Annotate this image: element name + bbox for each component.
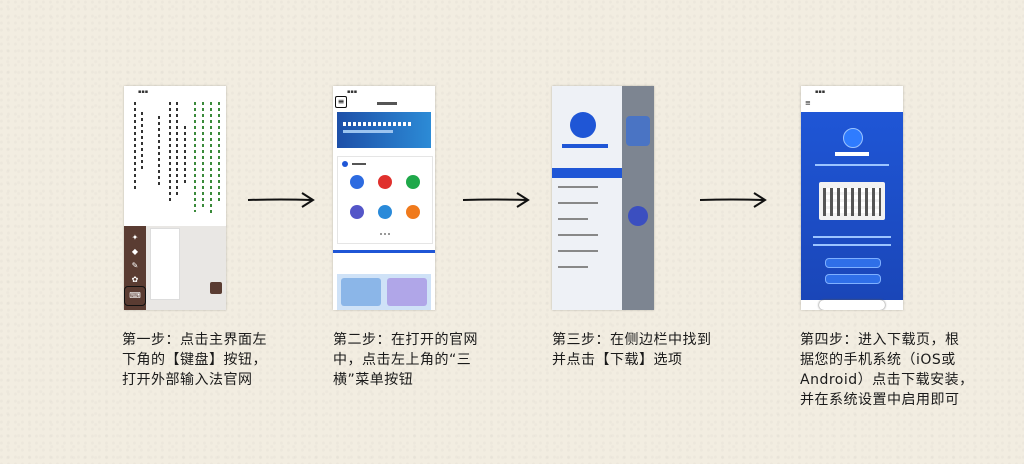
step4-caption: 第四步：进入下载页，根 据您的手机系统（iOS或 Android）点击下载安装，… <box>800 332 974 408</box>
hero-banner <box>337 112 431 148</box>
sidebar-item[interactable] <box>558 234 598 236</box>
step1-phone-screenshot: ▪▪▪ ✦ ◆ ✎ ✿ ⌨ <box>124 86 226 310</box>
arrow-right-icon <box>247 192 315 208</box>
app-logo <box>843 128 863 148</box>
step3-phone-screenshot <box>552 86 654 310</box>
key-icon: ◆ <box>131 247 139 256</box>
sidebar-item[interactable] <box>558 186 598 188</box>
download-page <box>801 112 903 300</box>
sidebar-item[interactable] <box>558 266 588 268</box>
app-icon[interactable] <box>378 175 392 189</box>
step2-caption: 第二步：在打开的官网 中，点击左上角的“三 横”菜单按钮 <box>333 332 478 388</box>
site-title <box>377 102 397 105</box>
keyboard-icon: ⌨ <box>129 291 141 300</box>
hamburger-icon: ≡ <box>337 97 345 106</box>
arrow-right-icon <box>462 192 530 208</box>
keyboard-preview <box>819 182 885 220</box>
hamburger-menu-button[interactable]: ≡ <box>335 96 347 108</box>
sidebar-item[interactable] <box>558 202 598 204</box>
sidebar-item[interactable] <box>558 250 598 252</box>
sidebar-item-download[interactable] <box>558 218 588 220</box>
key-icon: ✎ <box>131 261 139 270</box>
ios-download-button[interactable] <box>825 258 881 268</box>
android-download-button[interactable] <box>825 274 881 284</box>
status-bar: ▪▪▪ <box>347 89 358 95</box>
app-icon[interactable] <box>378 205 392 219</box>
app-grid-card <box>337 156 433 244</box>
step3-caption: 第三步：在侧边栏中找到 并点击【下载】选项 <box>552 332 712 368</box>
hamburger-icon[interactable]: ≡ <box>805 99 811 107</box>
step4-phone-screenshot: ▪▪▪ ≡ <box>801 86 903 310</box>
sidebar-item-home[interactable] <box>552 168 622 178</box>
sidebar-drawer <box>552 86 622 310</box>
key-icon: ✦ <box>131 233 139 242</box>
keyboard-button-highlight[interactable]: ⌨ <box>124 286 146 306</box>
keyboard-side-panel <box>124 226 146 310</box>
action-button[interactable] <box>210 282 222 294</box>
status-bar: ▪▪▪ <box>138 89 149 95</box>
arrow-right-icon <box>699 192 767 208</box>
key-icon: ✿ <box>131 275 139 284</box>
step2-phone-screenshot: ▪▪▪ ≡ <box>333 86 435 310</box>
page-overlay <box>622 86 654 310</box>
app-icon[interactable] <box>350 205 364 219</box>
feature-cards <box>337 274 431 310</box>
input-box <box>150 228 180 300</box>
logo <box>570 112 596 138</box>
app-icon[interactable] <box>350 175 364 189</box>
browser-url-bar[interactable] <box>819 300 885 310</box>
app-icon[interactable] <box>406 205 420 219</box>
status-bar: ▪▪▪ <box>815 89 826 95</box>
step1-caption: 第一步：点击主界面左 下角的【键盘】按钮， 打开外部输入法官网 <box>122 332 267 388</box>
app-icon[interactable] <box>406 175 420 189</box>
